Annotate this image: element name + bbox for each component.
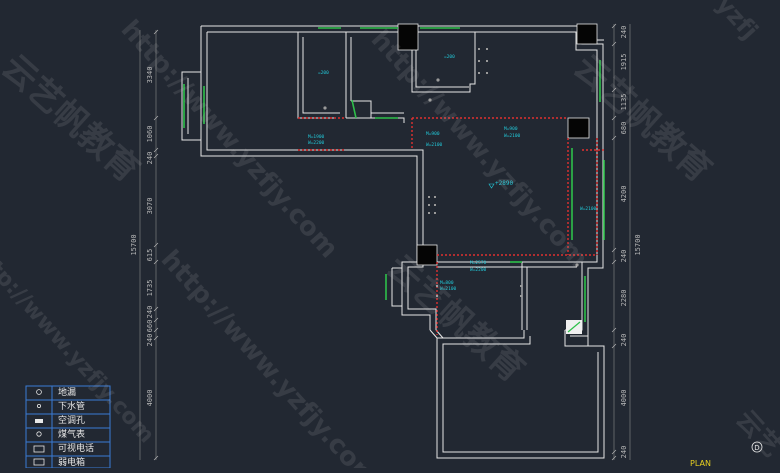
balcony-drain-fixture bbox=[566, 320, 582, 334]
dim-label: 240 bbox=[146, 334, 154, 347]
plan-label: PLAN bbox=[690, 459, 711, 468]
right-dimension-labels: 240 1915 1135 680 4200 240 2280 240 4000… bbox=[620, 26, 642, 459]
opening-tags: M=1900 W=2200 M=900 W=2100 M=900 W=2100 … bbox=[308, 54, 597, 292]
dim-label: 240 bbox=[620, 250, 628, 263]
dim-label: 615 bbox=[146, 249, 154, 262]
dimension-tick bbox=[153, 306, 159, 312]
dimension-tick bbox=[611, 115, 617, 121]
dim-label: 1135 bbox=[620, 94, 628, 111]
dim-total-label: 15700 bbox=[130, 234, 138, 255]
legend-label: 地漏 bbox=[58, 386, 76, 398]
dimension-tick bbox=[153, 455, 159, 461]
elevation-marker: +2890 bbox=[488, 180, 513, 189]
dimension-tick bbox=[153, 335, 159, 341]
dimension-tick bbox=[153, 147, 159, 153]
door-tag-line: M=900 bbox=[426, 131, 440, 137]
dim-label: 240 bbox=[146, 306, 154, 319]
room-tag: =200 bbox=[444, 54, 455, 60]
dimension-tick bbox=[611, 23, 617, 29]
structural-columns bbox=[397, 23, 598, 266]
door-openings bbox=[298, 117, 604, 335]
legend-table: 地漏 下水管 空调孔 煤气表 可视电话 弱电箱 bbox=[25, 385, 111, 469]
door-tag-line: M=800 bbox=[440, 280, 454, 286]
door-tag-line: M=1900 bbox=[308, 134, 325, 140]
dim-label: 3070 bbox=[146, 198, 154, 215]
dim-label: 2280 bbox=[620, 290, 628, 307]
elevation-label: +2890 bbox=[495, 180, 513, 187]
dimension-tick bbox=[153, 153, 159, 159]
dim-label: 240 bbox=[620, 26, 628, 39]
dim-label: 240 bbox=[146, 152, 154, 165]
dim-total-label: 15700 bbox=[634, 234, 642, 255]
dimension-tick bbox=[611, 259, 617, 265]
dimension-tick bbox=[611, 87, 617, 93]
dimension-tick bbox=[611, 343, 617, 349]
floor-drain-icon bbox=[36, 389, 42, 395]
door-tag-line: W=2200 bbox=[470, 267, 487, 273]
windows bbox=[183, 27, 605, 322]
dim-label: 4000 bbox=[146, 390, 154, 407]
ac-hole-icon bbox=[35, 419, 43, 423]
dim-label: 1915 bbox=[620, 54, 628, 71]
dim-label: 4200 bbox=[620, 186, 628, 203]
dim-label: 680 bbox=[620, 122, 628, 135]
plan-number: D bbox=[754, 444, 759, 452]
room-tag: =200 bbox=[318, 70, 329, 76]
legend-label: 弱电箱 bbox=[58, 456, 85, 468]
dim-label: 240 bbox=[620, 334, 628, 347]
dimension-tick bbox=[611, 455, 617, 461]
door-tag-line: W=2200 bbox=[308, 140, 325, 146]
gas-meter-icon bbox=[36, 431, 42, 437]
dimension-tick bbox=[153, 259, 159, 265]
dim-label: 660 bbox=[146, 320, 154, 333]
door-tag-line: W=2100 bbox=[504, 133, 521, 139]
dim-label: 1060 bbox=[146, 126, 154, 143]
left-dimension-labels: 3340 1060 240 3070 615 1735 240 660 240 … bbox=[130, 67, 154, 407]
legend-label: 可视电话 bbox=[58, 442, 94, 454]
door-tag-line: M=900 bbox=[504, 126, 518, 132]
dim-label: 4000 bbox=[620, 390, 628, 407]
dimension-tick bbox=[611, 327, 617, 333]
dim-label: 240 bbox=[620, 446, 628, 459]
dimension-tick bbox=[153, 317, 159, 323]
dimension-tick bbox=[153, 242, 159, 248]
plan-label-group: PLAN D bbox=[690, 441, 763, 468]
door-tag-line: W=2100 bbox=[426, 142, 443, 148]
video-phone-icon bbox=[33, 445, 45, 453]
dimension-tick bbox=[611, 135, 617, 141]
legend-label: 下水管 bbox=[58, 400, 85, 412]
door-tag-line: W=2100 bbox=[440, 286, 457, 292]
dimension-tick bbox=[611, 41, 617, 47]
dimension-tick bbox=[611, 247, 617, 253]
dimension-lines bbox=[139, 23, 631, 461]
door-tag-line: W=2100 bbox=[580, 206, 597, 212]
dim-label: 1735 bbox=[146, 280, 154, 297]
dimension-tick bbox=[153, 115, 159, 121]
weak-current-icon bbox=[33, 458, 45, 466]
legend-label: 空调孔 bbox=[58, 414, 85, 426]
dimension-tick bbox=[153, 327, 159, 333]
dimension-tick bbox=[611, 449, 617, 455]
fixture-markers bbox=[323, 48, 579, 297]
dimension-tick bbox=[153, 29, 159, 35]
drain-pipe-icon bbox=[37, 403, 42, 408]
door-tag-line: M=2570 bbox=[470, 260, 487, 266]
dim-label: 3340 bbox=[146, 67, 154, 84]
legend-label: 煤气表 bbox=[58, 428, 85, 440]
